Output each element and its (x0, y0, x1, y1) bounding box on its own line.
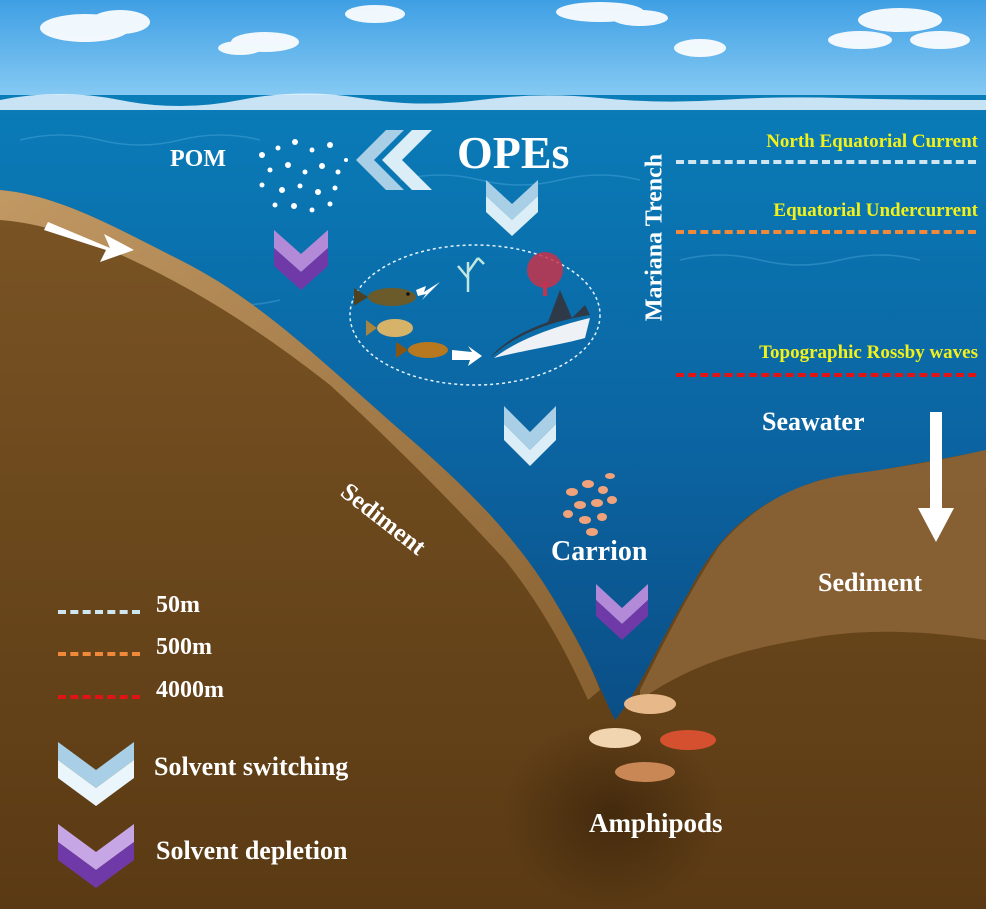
food-web-ring (349, 244, 601, 386)
legend-line-50m (58, 610, 140, 614)
seabed (0, 190, 986, 909)
seawater-label: Seawater (762, 407, 865, 436)
wave-crests (0, 93, 986, 110)
legend-line-500m (58, 652, 140, 656)
carrion-label: Carrion (551, 536, 648, 567)
trench-label: Mariana Trench (641, 153, 668, 322)
light-blue-chevron-icon (58, 742, 134, 806)
legend-label-solvent-switching: Solvent switching (154, 752, 349, 781)
current-line-4000m (676, 373, 976, 377)
legend-label-50m: 50m (156, 592, 200, 618)
opes-title: OPEs (457, 127, 570, 178)
sediment-rim-right (640, 450, 986, 700)
red-coral-icon (527, 252, 563, 296)
seawater-arrow (918, 412, 954, 542)
sediment-label-right: Sediment (818, 568, 922, 597)
fish-3-icon (396, 342, 448, 358)
pom-particles (259, 139, 348, 213)
legend-label-500m: 500m (156, 634, 212, 660)
amphipods-icon (589, 694, 716, 782)
pom-label: POM (170, 146, 226, 172)
current-label-2: Equatorial Undercurrent (773, 200, 978, 221)
current-label-1: North Equatorial Current (766, 131, 978, 152)
food-web-arrow-2 (452, 346, 482, 366)
sky (0, 0, 986, 110)
carrion-depletion-chevrons (596, 584, 648, 640)
pom-depletion-chevrons (274, 230, 328, 290)
current-label-3: Topographic Rossby waves (759, 342, 978, 363)
purple-chevron-icon (58, 824, 134, 888)
amphipods-label: Amphipods (589, 808, 723, 838)
fish-1-icon (354, 288, 416, 306)
clouds (40, 2, 970, 57)
opes-down-chevrons (486, 180, 538, 236)
current-line-500m (676, 230, 976, 234)
shark-icon (490, 290, 590, 358)
legend-label-4000m: 4000m (156, 677, 224, 703)
fish-2-icon (366, 319, 413, 337)
opes-to-pom-chevrons (356, 130, 432, 190)
slope-flow-arrow (44, 222, 134, 262)
coral-icon (457, 257, 485, 292)
food-web-arrow-1 (416, 282, 440, 300)
current-line-50m (676, 160, 976, 164)
legend-line-4000m (58, 695, 140, 699)
foodweb-down-chevrons (504, 406, 556, 466)
carrion-particles (563, 473, 617, 536)
legend-label-solvent-depletion: Solvent depletion (156, 836, 348, 865)
